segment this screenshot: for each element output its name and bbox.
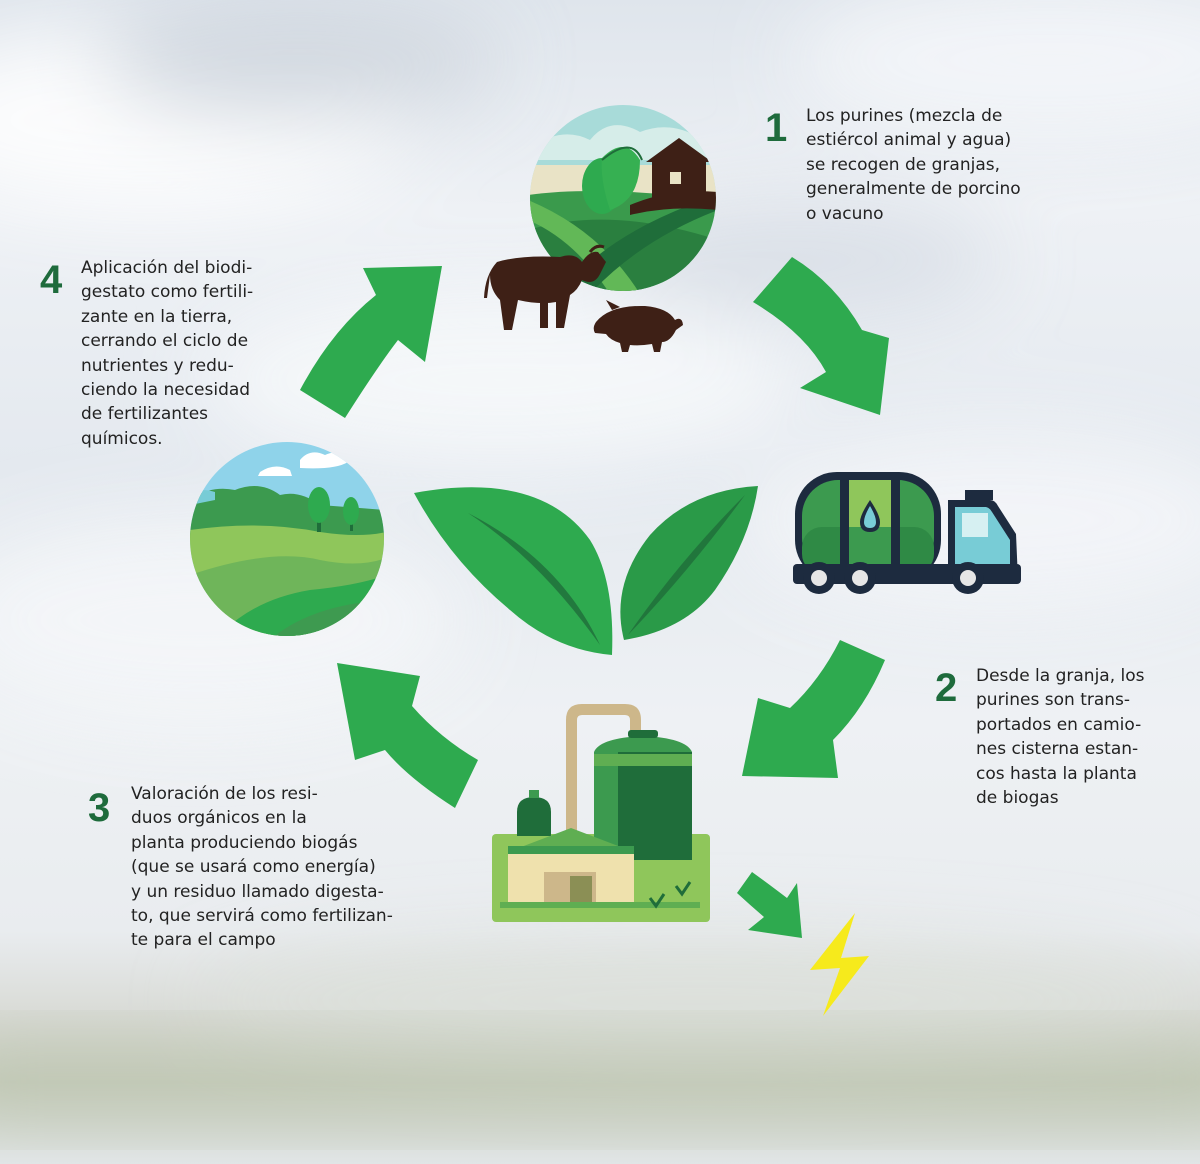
arrow-field-to-farm <box>300 266 442 418</box>
field-landscape-icon <box>190 442 384 636</box>
truck-wheels <box>803 562 984 594</box>
step-4-text: Aplicación del biodi- gestato como ferti… <box>81 258 254 449</box>
arrow-farm-to-truck <box>753 257 889 415</box>
tanker-truck-icon <box>793 472 1021 594</box>
leaves-logo-icon <box>414 486 758 655</box>
step-4-number: 4 <box>40 258 63 302</box>
cycle-arrows <box>300 257 889 938</box>
step-2-text: Desde la granja, los purines son trans- … <box>976 666 1145 809</box>
lightning-icon <box>810 913 869 1016</box>
step-2: 2 Desde la granja, los purines son trans… <box>935 664 1175 814</box>
step-1-number: 1 <box>765 106 788 150</box>
step-3-text: Valoración de los resi- duos orgánicos e… <box>131 784 393 951</box>
step-2-number: 2 <box>935 666 958 710</box>
farm-icon <box>530 105 716 291</box>
arrow-truck-to-plant <box>742 640 885 778</box>
cow-icon <box>484 244 606 330</box>
arrow-plant-to-field <box>337 663 478 808</box>
step-3: 3 Valoración de los resi- duos orgánicos… <box>88 782 428 957</box>
pig-icon <box>593 300 683 352</box>
arrow-plant-to-energy <box>737 872 802 938</box>
biogas-plant-icon <box>492 704 710 922</box>
step-4: 4 Aplicación del biodi- gestato como fer… <box>40 256 290 456</box>
step-1-text: Los purines (mezcla de estiércol animal … <box>806 106 1021 224</box>
step-3-number: 3 <box>88 786 111 830</box>
step-1: 1 Los purines (mezcla de estiércol anima… <box>765 104 1065 234</box>
